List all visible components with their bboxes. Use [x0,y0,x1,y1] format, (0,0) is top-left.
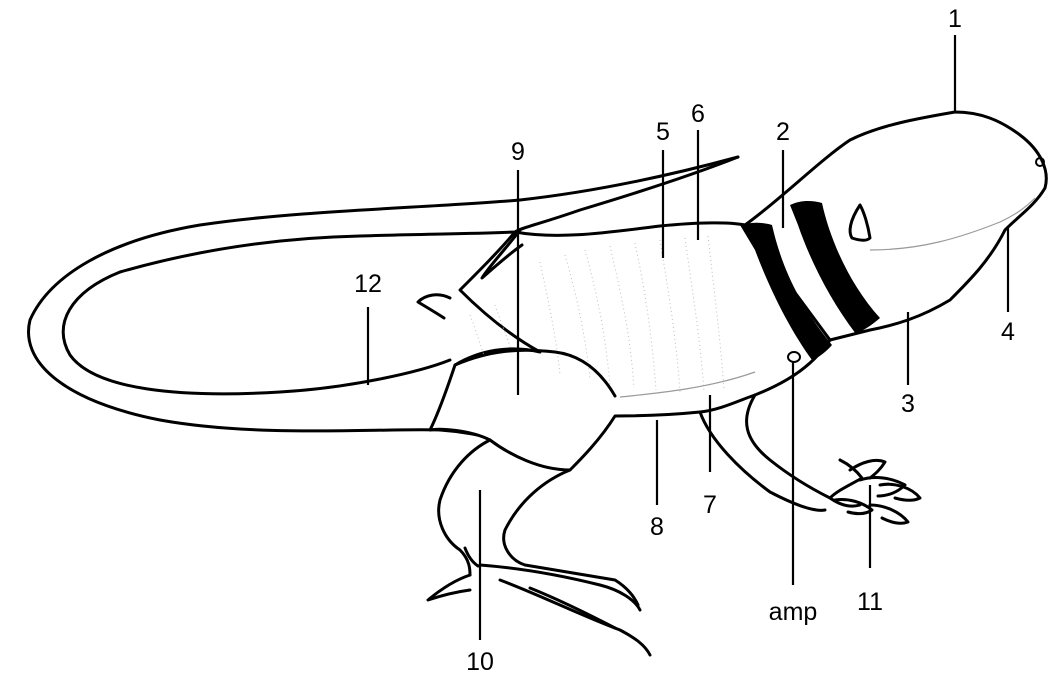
label-7: 7 [703,491,717,519]
front-leg [700,395,920,523]
label-4: 4 [1001,318,1015,346]
label-2: 2 [776,118,790,146]
label-8: 8 [650,513,664,541]
label-5: 5 [656,118,670,146]
label-amp: amp [769,598,818,626]
label-10: 10 [466,648,494,676]
label-9: 9 [511,138,525,166]
hind-leg [428,440,650,655]
label-1: 1 [948,5,962,33]
label-6: 6 [691,100,705,128]
label-12: 12 [354,270,382,298]
label-3: 3 [901,390,915,418]
label-11: 11 [857,588,883,616]
